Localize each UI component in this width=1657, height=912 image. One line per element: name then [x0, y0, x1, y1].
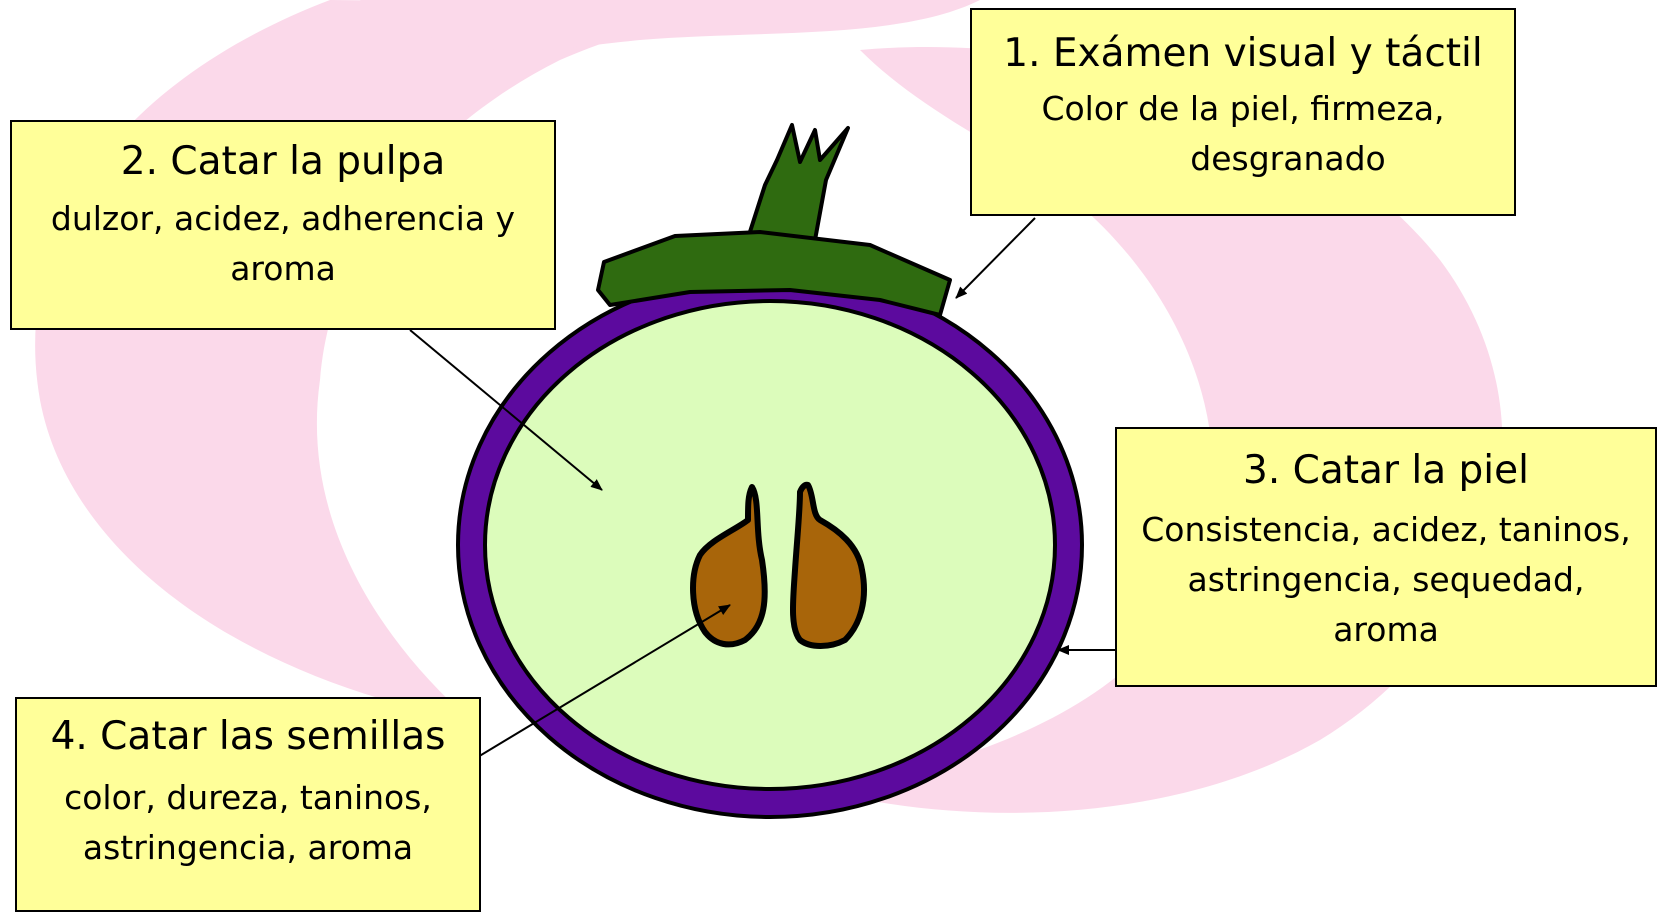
pulp-line-2: aroma	[12, 244, 554, 294]
pulp-line-1: dulzor, acidez, adherencia y	[12, 194, 554, 244]
background-swirl-top	[360, 0, 980, 50]
seeds-line-1: color, dureza, taninos,	[17, 773, 479, 823]
exam-line-1: Color de la piel, firmeza,	[972, 84, 1514, 134]
label-box-pulp: 2. Catar la pulpa dulzor, acidez, adhere…	[10, 120, 556, 330]
seeds-line-2: astringencia, aroma	[17, 823, 479, 873]
skin-line-2: astringencia, sequedad,	[1117, 555, 1655, 605]
seeds-title: 4. Catar las semillas	[17, 713, 479, 761]
grape-stem	[748, 125, 848, 240]
label-box-seeds: 4. Catar las semillas color, dureza, tan…	[15, 697, 481, 912]
grape-pulp	[485, 301, 1055, 789]
skin-line-3: aroma	[1117, 605, 1655, 655]
label-box-skin: 3. Catar la piel Consistencia, acidez, t…	[1115, 427, 1657, 687]
arrow-exam-to-skin	[956, 218, 1035, 298]
exam-title: 1. Exámen visual y táctil	[972, 30, 1514, 78]
pulp-title: 2. Catar la pulpa	[12, 138, 554, 186]
skin-line-1: Consistencia, acidez, taninos,	[1117, 505, 1655, 555]
exam-line-2: desgranado	[972, 134, 1514, 184]
label-box-exam: 1. Exámen visual y táctil Color de la pi…	[970, 8, 1516, 216]
skin-title: 3. Catar la piel	[1117, 447, 1655, 495]
